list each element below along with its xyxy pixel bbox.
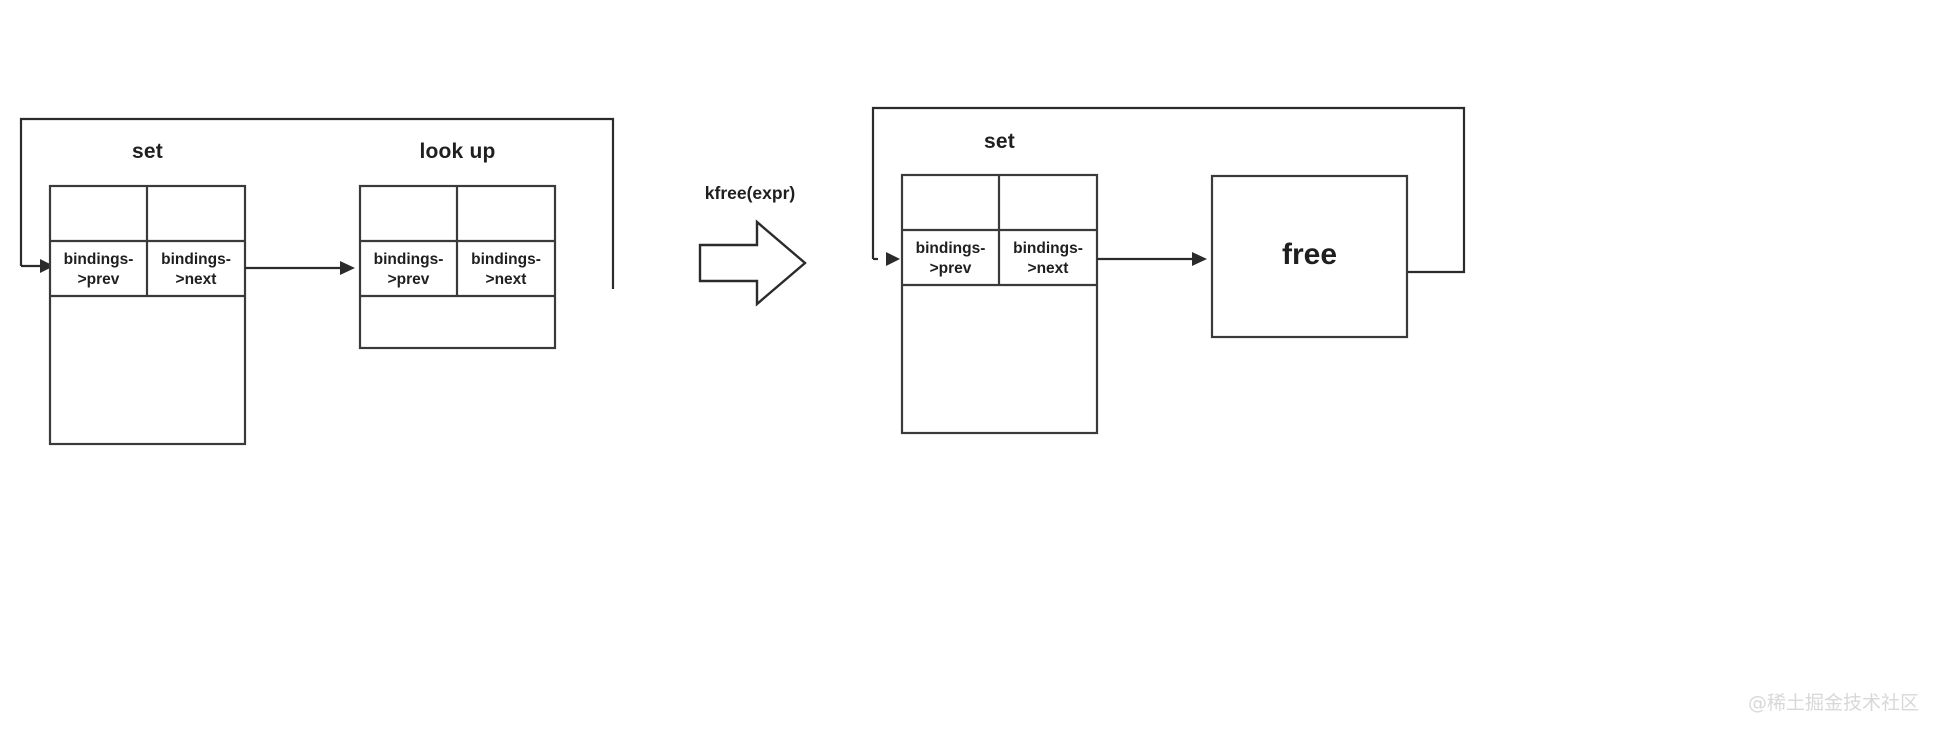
left-set-node-box: [48, 184, 247, 446]
left-set-prev-cell: bindings- >prev: [63, 251, 134, 288]
left-set-next-cell: bindings- >next: [161, 251, 231, 288]
watermark: @稀土掘金技术社区: [1747, 692, 1919, 714]
right-set-title: set: [984, 130, 1015, 153]
right-set-prev-cell: bindings- >prev: [915, 240, 986, 277]
right-set-node-box: [900, 173, 1099, 435]
left-next-arrow: [245, 261, 355, 275]
free-node-label: free: [1281, 238, 1338, 271]
left-lookup-next-cell: bindings- >next: [471, 251, 541, 288]
right-loop-path: [871, 106, 1466, 274]
left-set-title: set: [132, 140, 163, 163]
left-loop-path: [19, 117, 615, 289]
left-lookup-title: look up: [419, 140, 496, 163]
kfree-operation-label: kfree(expr): [704, 183, 796, 203]
transition-block-arrow-icon: [698, 219, 807, 307]
left-lookup-node-box: [358, 184, 557, 350]
left-lookup-prev-cell: bindings- >prev: [373, 251, 444, 288]
right-next-arrow: [1097, 252, 1207, 266]
right-set-next-cell: bindings- >next: [1013, 240, 1083, 277]
free-node-box: [1210, 174, 1409, 339]
